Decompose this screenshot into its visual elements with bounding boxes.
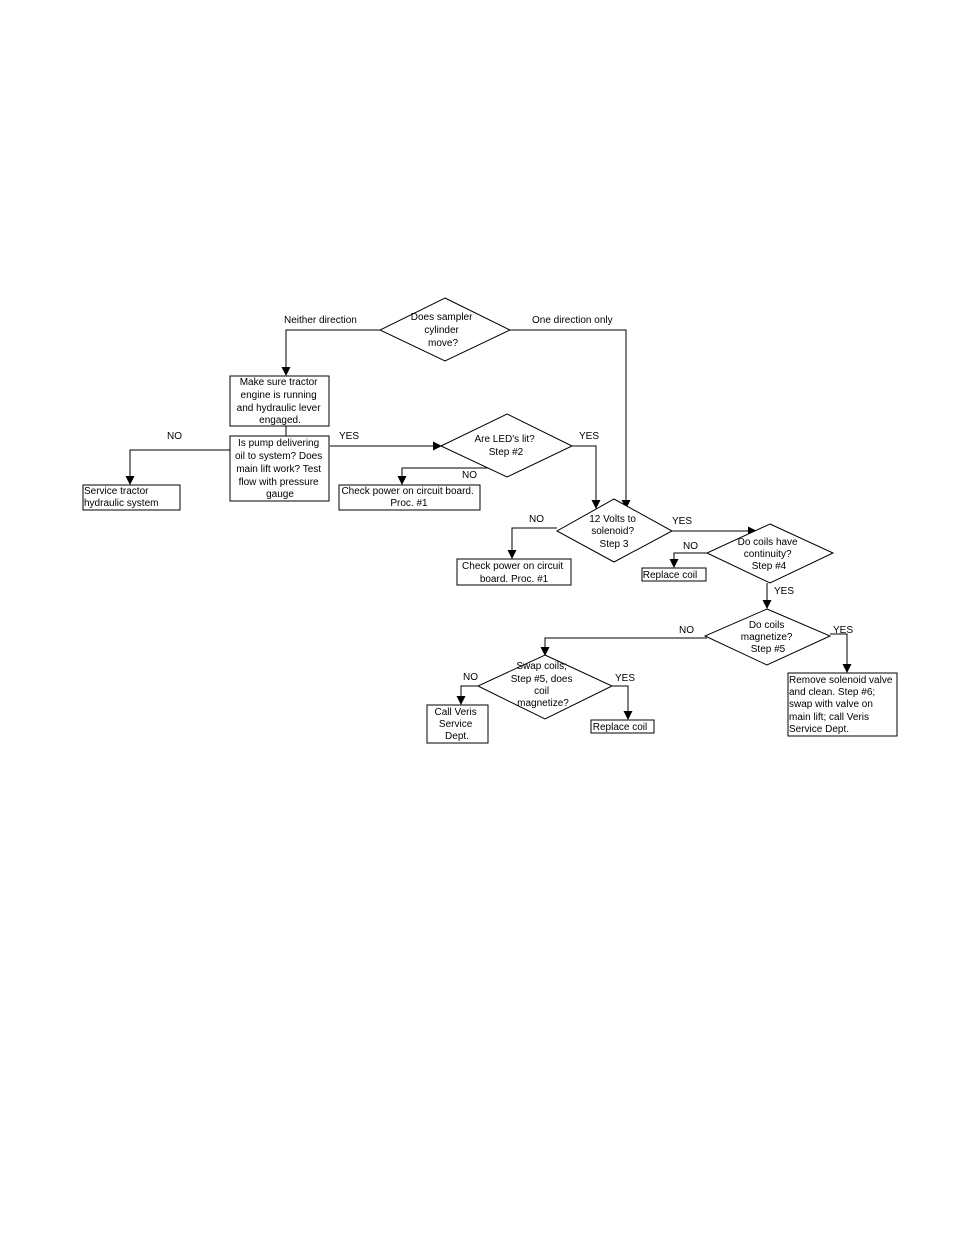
box-pump-delivering-oil <box>229 435 330 502</box>
box-call-veris-service-text: Call Veris Service Dept. <box>434 707 479 742</box>
box-replace-coil-1-text: Replace coil <box>643 570 697 581</box>
box-replace-coil-2 <box>590 719 655 734</box>
connector-magnetize-yes <box>830 633 852 673</box>
decision-cylinder-moves <box>378 297 512 362</box>
box-replace-coil-2-text: Replace coil <box>593 722 647 733</box>
connectors <box>125 329 852 720</box>
label-leds-no: NO <box>462 470 477 481</box>
box-check-power-circuit-board-1 <box>338 484 481 511</box>
connector-swap-yes <box>610 685 633 720</box>
connector-12v-no <box>507 527 557 559</box>
box-check-power-circuit-board-2-text: Check power on circuit board. Proc. #1 <box>462 561 566 585</box>
label-leds-yes: YES <box>579 431 599 442</box>
connector-pump-no <box>125 449 230 485</box>
decision-coils-continuity-text: Do coils have continuity? Step #4 <box>738 537 801 572</box>
decision-leds-lit-text: Are LED's lit? Step #2 <box>474 434 537 458</box>
label-continuity-no: NO <box>683 541 698 552</box>
label-one-direction-only: One direction only <box>532 315 613 326</box>
box-replace-coil-1 <box>641 567 707 582</box>
connector-magnetize-no <box>540 637 707 656</box>
shapes <box>82 297 898 744</box>
connector-leds-yes <box>572 445 601 509</box>
box-service-tractor-hydraulic <box>82 484 181 511</box>
decision-cylinder-moves-text: Does sampler cylinder move? <box>411 312 475 349</box>
label-magnetize-yes: YES <box>833 625 853 636</box>
connector-continuity-no <box>669 552 710 568</box>
decision-leds-lit <box>439 413 574 478</box>
label-swap-no: NO <box>463 672 478 683</box>
box-call-veris-service <box>426 704 489 744</box>
box-remove-solenoid-valve-text: Remove solenoid valve and clean. Step #6… <box>789 675 895 735</box>
node-texts: Does sampler cylinder move? Make sure tr… <box>84 312 895 742</box>
box-check-tractor-engine-text: Make sure tractor engine is running and … <box>237 377 324 426</box>
decision-coils-magnetize-text: Do coils magnetize? Step #5 <box>741 620 795 655</box>
box-check-power-circuit-board-1-text: Check power on circuit board. Proc. #1 <box>341 486 476 509</box>
label-magnetize-no: NO <box>679 625 694 636</box>
decision-12-volts-to-solenoid-text: 12 Volts to solenoid? Step 3 <box>589 514 638 550</box>
box-service-tractor-hydraulic-text: Service tractor hydraulic system <box>84 486 158 509</box>
branch-labels: Neither direction One direction only NO … <box>167 315 853 684</box>
label-continuity-yes: YES <box>774 586 794 597</box>
box-check-tractor-engine <box>229 375 330 427</box>
label-12v-no: NO <box>529 514 544 525</box>
decision-swap-coils-text: Swap coils; Step #5, does coil magnetize… <box>511 661 576 709</box>
connector-swap-no <box>456 685 478 705</box>
box-remove-solenoid-valve <box>787 672 898 737</box>
decision-coils-magnetize <box>703 608 832 666</box>
box-pump-delivering-oil-text: Is pump delivering oil to system? Does m… <box>235 438 325 500</box>
box-check-power-circuit-board-2 <box>456 558 572 586</box>
label-pump-no: NO <box>167 431 182 442</box>
label-12v-yes: YES <box>672 516 692 527</box>
decision-coils-continuity <box>705 523 835 584</box>
connector-leds-no <box>397 467 488 485</box>
connector-one-direction <box>510 329 631 509</box>
label-swap-yes: YES <box>615 673 635 684</box>
label-pump-yes: YES <box>339 431 359 442</box>
connector-neither-direction <box>281 329 380 376</box>
label-neither-direction: Neither direction <box>284 315 357 326</box>
decision-12-volts-to-solenoid <box>555 498 674 563</box>
decision-swap-coils <box>476 654 614 720</box>
